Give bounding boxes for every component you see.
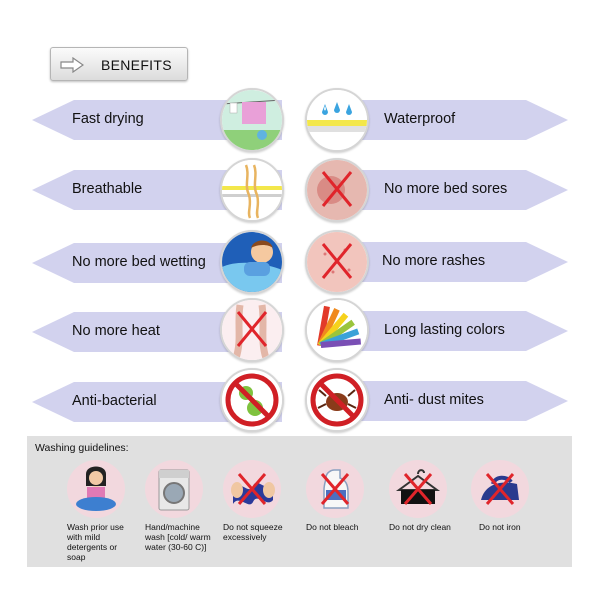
wash-label: Do not iron [479, 522, 521, 532]
fabric-layers-icon [220, 158, 284, 222]
benefit-anti-dust-mites: Anti- dust mites [318, 381, 568, 421]
no-heat-icon [220, 298, 284, 362]
benefits-header-label: BENEFITS [101, 57, 172, 73]
benefit-anti-bacterial: Anti-bacterial [32, 382, 282, 422]
ribbon-shape [318, 100, 568, 140]
wash-label: Do not bleach [306, 522, 359, 532]
washing-guidelines-panel: Washing guidelines: Wash prior use with … [27, 436, 572, 567]
benefit-label: Anti-bacterial [72, 393, 157, 409]
benefit-label: No more heat [72, 323, 160, 339]
benefits-header-button[interactable]: BENEFITS [50, 47, 188, 81]
ribbon-shape [318, 381, 568, 421]
no-sores-icon [305, 158, 369, 222]
benefit-breathable: Breathable [32, 170, 282, 210]
benefit-label: No more rashes [382, 253, 486, 269]
ribbon-shape [318, 170, 568, 210]
hand-wash-icon [67, 460, 125, 518]
benefit-label: Anti- dust mites [384, 392, 484, 408]
benefit-long-lasting-colors: Long lasting colors [318, 311, 568, 351]
no-mite-icon [305, 368, 369, 432]
wash-label: Do not squeeze excessively [223, 522, 283, 542]
benefit-no-bed-sores: No more bed sores [318, 170, 568, 210]
no-bacteria-icon [220, 368, 284, 432]
benefit-no-rashes: No more rashes [318, 242, 568, 282]
sleeping-child-icon [220, 230, 284, 294]
ribbon-shape [32, 170, 282, 210]
washing-machine-icon [145, 460, 203, 518]
no-iron-icon [471, 460, 529, 518]
benefit-label: No more bed sores [384, 181, 508, 197]
color-swatch-icon [305, 298, 369, 362]
benefit-label: Breathable [72, 181, 143, 197]
ribbon-shape [32, 312, 282, 352]
wash-label: Wash prior use with mild detergents or s… [67, 522, 124, 562]
no-bleach-icon [306, 460, 364, 518]
no-squeeze-icon [223, 460, 281, 518]
benefit-no-heat: No more heat [32, 312, 282, 352]
ribbon-shape [318, 311, 568, 351]
clothesline-icon [220, 88, 284, 152]
no-dry-clean-icon [389, 460, 447, 518]
benefit-label: Waterproof [384, 111, 456, 127]
benefit-label: Fast drying [72, 111, 144, 127]
ribbon-shape [32, 243, 282, 283]
ribbon-shape [32, 100, 282, 140]
benefit-no-bed-wetting: No more bed wetting [32, 243, 282, 283]
benefit-waterproof: Waterproof [318, 100, 568, 140]
wash-label: Do not dry clean [389, 522, 451, 532]
arrow-right-icon [60, 57, 84, 73]
wash-label: Hand/machine wash [cold/ warm water (30-… [145, 522, 211, 552]
washing-title: Washing guidelines: [35, 442, 129, 454]
benefit-label: Long lasting colors [384, 322, 505, 338]
water-drops-icon [305, 88, 369, 152]
benefit-label: No more bed wetting [72, 254, 206, 270]
ribbon-shape [32, 382, 282, 422]
ribbon-shape [318, 242, 568, 282]
benefit-fast-drying: Fast drying [32, 100, 282, 140]
no-rash-icon [305, 230, 369, 294]
